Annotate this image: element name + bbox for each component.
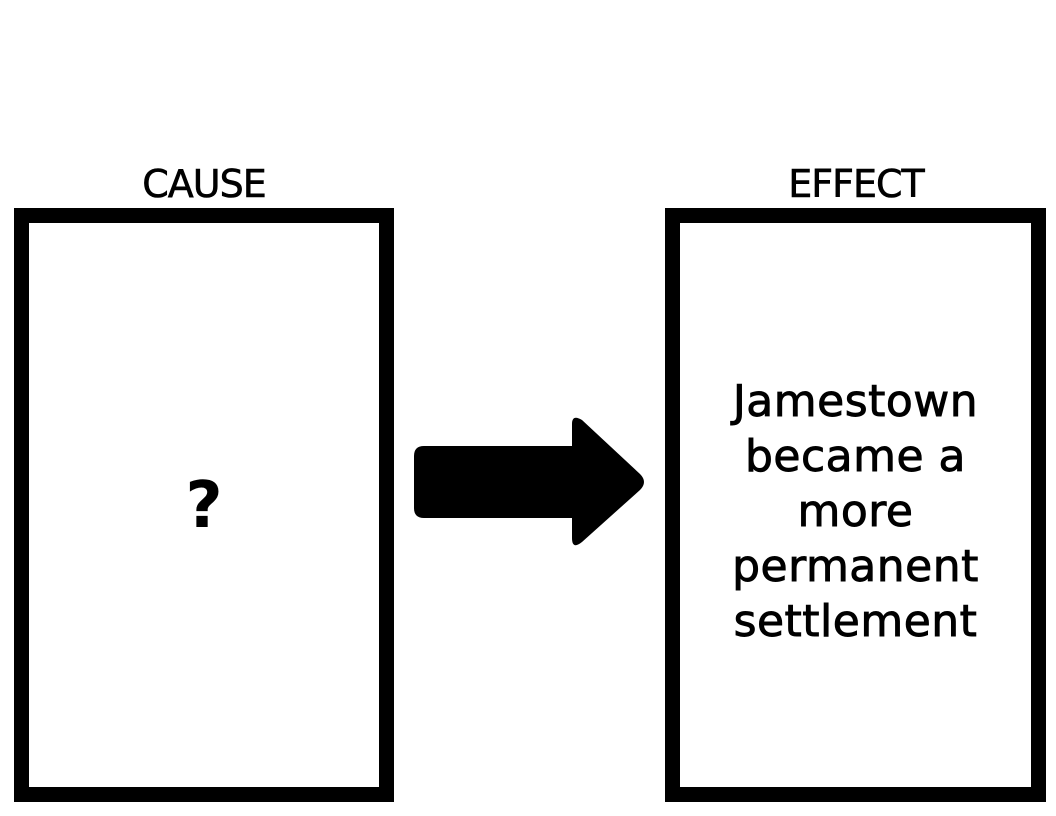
effect-line: became a (744, 430, 967, 482)
effect-box: Jamestown became a more permanent settle… (665, 208, 1046, 802)
cause-content: ? (185, 469, 223, 543)
effect-line: more (797, 485, 914, 537)
effect-line: settlement (733, 595, 978, 647)
cause-heading: CAUSE (142, 162, 267, 206)
effect-text: Jamestown became a more permanent settle… (696, 374, 1016, 649)
effect-line: Jamestown (732, 375, 979, 427)
cause-box: ? (14, 208, 394, 802)
effect-line: permanent (732, 540, 979, 592)
effect-heading: EFFECT (788, 162, 925, 206)
right-arrow-icon (414, 417, 644, 546)
